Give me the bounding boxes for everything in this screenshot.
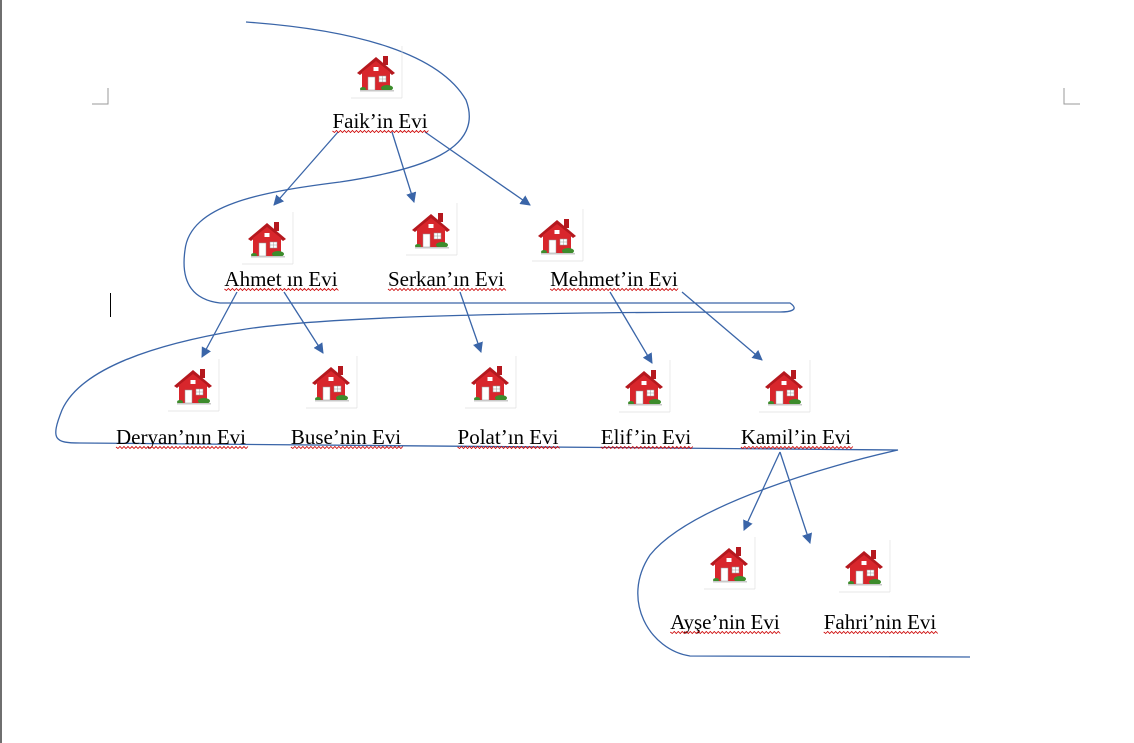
house-node-polat: Polat’ın Evi (457, 356, 560, 450)
arrow-ahmet-to-deryan (201, 291, 238, 358)
arrow-mehmet-to-kamil (681, 291, 763, 361)
house-icon (406, 203, 458, 256)
house-icon (532, 209, 584, 262)
house-icon (759, 360, 811, 413)
house-icon (306, 356, 358, 409)
spellcheck-underline (290, 445, 404, 450)
arrow-kamil-to-fahri (779, 451, 813, 544)
spellcheck-underline (224, 287, 339, 292)
arrow-mehmet-to-elif (609, 291, 653, 364)
crop-mark-right (1063, 88, 1080, 105)
spellcheck-underline (670, 630, 781, 635)
spellcheck-underline (549, 287, 679, 292)
house-node-ahmet: Ahmet ın Evi (224, 212, 339, 292)
house-label-ahmet: Ahmet ın Evi (224, 267, 337, 291)
spellcheck-underline (387, 287, 507, 292)
spellcheck-underline (740, 445, 854, 450)
house-icon (242, 212, 294, 265)
arrow-ahmet-to-buse (283, 291, 324, 354)
spellcheck-underline (823, 630, 938, 635)
house-node-deryan: Deryan’nın Evi (115, 359, 249, 450)
house-node-ayse: Ayşe’nin Evi (670, 537, 781, 635)
house-icon (704, 537, 756, 590)
house-label-polat: Polat’ın Evi (458, 425, 559, 449)
snake-curve (55, 21, 971, 658)
house-icon (168, 359, 220, 412)
crop-marks (92, 88, 1080, 105)
house-icon (619, 360, 671, 413)
house-node-serkan: Serkan’ın Evi (387, 203, 507, 292)
spellcheck-underline (600, 445, 694, 450)
house-node-buse: Buse’nin Evi (290, 356, 404, 450)
spellcheck-underline (457, 445, 560, 450)
house-node-faik: Faik’in Evi (332, 46, 429, 134)
house-label-deryan: Deryan’nın Evi (116, 425, 246, 449)
arrow-kamil-to-ayse (743, 451, 781, 531)
house-label-kamil: Kamil’in Evi (741, 425, 851, 449)
house-node-elif: Elif’in Evi (600, 360, 694, 450)
page-left-edge (0, 0, 2, 743)
house-label-faik: Faik’in Evi (332, 109, 427, 133)
house-node-kamil: Kamil’in Evi (740, 360, 854, 450)
house-icon (839, 540, 891, 593)
arrow-faik-to-ahmet (273, 131, 339, 206)
arrow-faik-to-serkan (391, 131, 417, 203)
house-icon (465, 356, 517, 409)
links-layer (201, 131, 813, 544)
crop-mark-left (92, 88, 109, 105)
spellcheck-underline (115, 445, 249, 450)
house-label-ayse: Ayşe’nin Evi (670, 610, 780, 634)
arrow-serkan-to-polat (459, 291, 483, 353)
text-cursor (110, 293, 111, 317)
house-label-serkan: Serkan’ın Evi (388, 267, 504, 291)
house-label-mehmet: Mehmet’in Evi (550, 267, 678, 291)
house-label-elif: Elif’in Evi (601, 425, 692, 449)
house-node-mehmet: Mehmet’in Evi (532, 209, 679, 292)
arrow-faik-to-mehmet (424, 131, 531, 206)
house-icon (351, 46, 403, 99)
house-label-buse: Buse’nin Evi (291, 425, 401, 449)
house-label-fahri: Fahri’nin Evi (824, 610, 937, 634)
house-node-fahri: Fahri’nin Evi (823, 540, 938, 635)
spellcheck-underline (332, 129, 429, 134)
